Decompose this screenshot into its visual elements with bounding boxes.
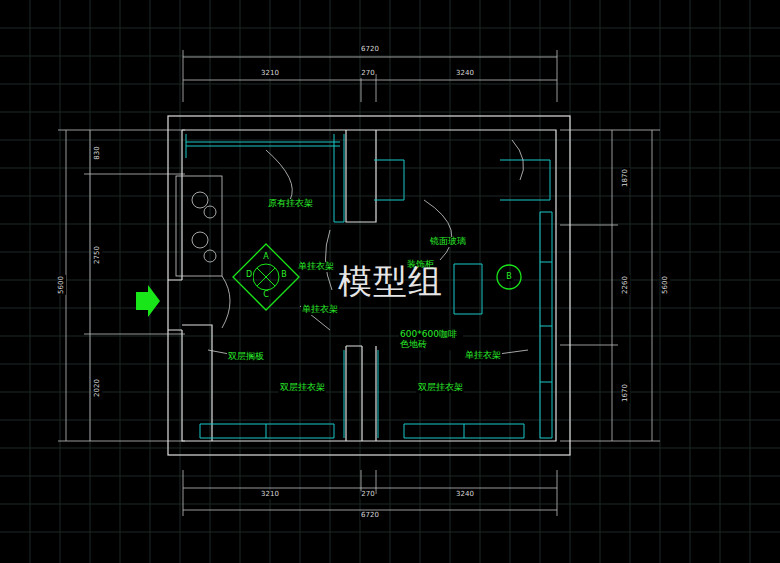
dimension-text: 3240: [455, 70, 475, 78]
index-letter: B: [505, 273, 513, 281]
dimension-text: 6720: [360, 46, 380, 54]
dimension-text: 1870: [622, 168, 630, 188]
dimension-text: 270: [360, 491, 375, 499]
room-label: 双层搁板: [227, 352, 265, 362]
dimension-text: 6720: [360, 512, 380, 520]
entry-arrow: [136, 285, 160, 317]
room-label: 单挂衣架: [464, 351, 502, 361]
room-label: 单挂衣架: [301, 305, 339, 315]
dimension-text: 5600: [58, 275, 66, 295]
dimension-text: 830: [94, 145, 102, 160]
index-diamond: A B C D: [232, 243, 300, 311]
dimension-text: 3240: [455, 491, 475, 499]
room-label: 双层挂衣架: [417, 383, 464, 393]
room-label: 单挂衣架: [297, 262, 335, 272]
index-letter: C: [262, 291, 270, 299]
index-letter: D: [245, 271, 253, 279]
room-label: 600*600咖啡色地砖: [399, 330, 463, 350]
dimension-text: 270: [360, 70, 375, 78]
dimension-text: 2020: [94, 378, 102, 398]
index-letter: A: [262, 253, 269, 261]
watermark: 模型组: [338, 263, 443, 300]
dimension-text: 3210: [260, 70, 280, 78]
dimension-text: 2750: [94, 245, 102, 265]
room-label: 双层挂衣架: [279, 383, 326, 393]
room-label: 镜面玻璃: [429, 237, 467, 247]
room-label: 原有挂衣架: [267, 199, 314, 209]
dimension-text: 5600: [662, 275, 670, 295]
dimension-text: 1670: [622, 383, 630, 403]
index-letter: B: [280, 271, 288, 279]
dimension-text: 3210: [260, 491, 280, 499]
elevation-circle: B: [496, 264, 522, 290]
dimension-text: 2260: [622, 275, 630, 295]
